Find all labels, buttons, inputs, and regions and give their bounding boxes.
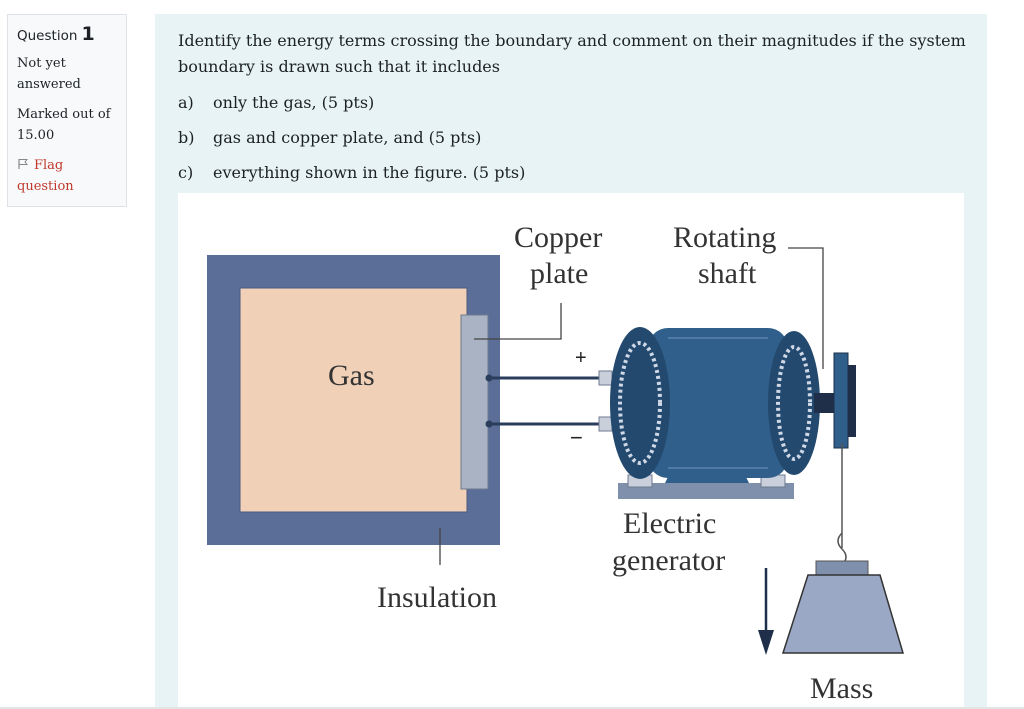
- question-label: Question: [17, 28, 78, 44]
- copper-plate-label-line2: plate: [530, 257, 588, 290]
- question-part-a: a) only the gas, (5 pts): [178, 93, 374, 112]
- copper-plate: [460, 314, 489, 490]
- gas-label: Gas: [328, 359, 375, 392]
- plus-sign: +: [575, 347, 587, 369]
- wire-terminal: [485, 374, 493, 382]
- part-text: gas and copper plate, and (5 pts): [213, 128, 482, 147]
- generator-rear-vents: [776, 345, 812, 461]
- figure-drawing: + −: [207, 221, 905, 705]
- question-part-c: c) everything shown in the figure. (5 pts…: [178, 163, 525, 182]
- question-part-b: b) gas and copper plate, and (5 pts): [178, 128, 481, 147]
- question-info-panel: Question 1 Not yet answered Marked out o…: [7, 14, 127, 207]
- part-label: a): [178, 93, 194, 112]
- flag-question-label: Flag question: [17, 158, 74, 194]
- flag-question-link[interactable]: Flag question: [17, 155, 117, 197]
- flag-icon: [18, 159, 29, 169]
- system-figure: + −: [178, 193, 964, 709]
- question-number: Question 1: [17, 24, 117, 47]
- mass-block: [781, 574, 905, 654]
- question-content: Identify the energy terms crossing the b…: [155, 14, 987, 709]
- part-text: only the gas, (5 pts): [213, 93, 375, 112]
- part-label: b): [178, 128, 195, 147]
- rotating-shaft-label-line1: Rotating: [673, 221, 776, 254]
- question-number-value: 1: [81, 23, 95, 45]
- generator-front-vents: [618, 341, 662, 465]
- shaft-leader-line: [788, 247, 824, 369]
- part-text: everything shown in the figure. (5 pts): [213, 163, 526, 182]
- down-arrow-icon: [758, 630, 774, 655]
- generator-terminal-plus: [598, 370, 613, 386]
- generator-body: [648, 328, 788, 478]
- question-text: Identify the energy terms crossing the b…: [178, 31, 966, 76]
- minus-sign: −: [570, 425, 583, 450]
- generator-terminal-minus: [598, 416, 613, 432]
- question-grade: Marked out of 15.00: [17, 107, 111, 143]
- generator-rear-cap: [768, 331, 820, 475]
- part-label: c): [178, 163, 194, 182]
- pulley-rim: [848, 365, 856, 437]
- generator-label-line2: generator: [612, 544, 725, 577]
- bottom-divider: [0, 707, 1024, 709]
- rotating-shaft-label-line2: shaft: [698, 257, 757, 290]
- question-state: Not yet answered: [17, 56, 81, 92]
- copper-plate-label-line1: Copper: [514, 221, 602, 254]
- gas-region: [239, 287, 468, 513]
- insulation-label: Insulation: [377, 581, 497, 614]
- mass-label: Mass: [810, 672, 873, 705]
- wire-terminal: [485, 420, 493, 428]
- copper-leader-line: [474, 303, 562, 340]
- generator-label-line1: Electric: [623, 507, 716, 540]
- rotating-shaft: [814, 393, 838, 413]
- pulley: [833, 352, 849, 449]
- mass-hanger: [815, 560, 869, 576]
- generator-base: [618, 483, 794, 499]
